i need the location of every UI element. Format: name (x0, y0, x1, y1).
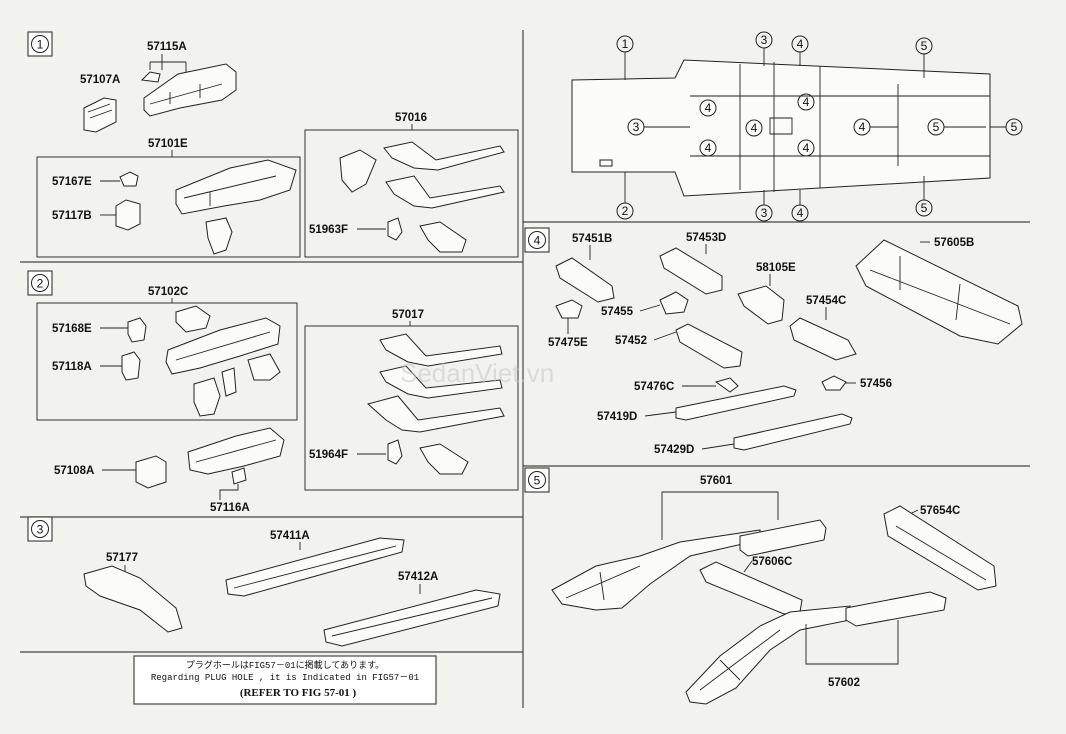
svg-text:3: 3 (761, 206, 768, 220)
part-57429D-shape (733, 413, 853, 451)
svg-text:5: 5 (921, 39, 928, 53)
part-57602-rail-shape (685, 605, 851, 705)
part-label-57475E: 57475E (548, 337, 588, 349)
part-label-57102C: 57102C (148, 286, 188, 298)
part-label-57476C: 57476C (634, 381, 674, 393)
part-57412A-shape (323, 589, 501, 647)
part-label-57168E: 57168E (52, 323, 92, 335)
part-label-57107A: 57107A (80, 74, 120, 86)
part-label-57411A: 57411A (270, 530, 310, 542)
part-57115A-shape (143, 63, 237, 117)
part-57452-shape (675, 323, 743, 369)
svg-text:3: 3 (761, 33, 768, 47)
part-57107A-shape (83, 97, 117, 133)
svg-text:5: 5 (1011, 120, 1018, 134)
part-label-57602: 57602 (828, 677, 860, 689)
part-label-57454C: 57454C (806, 295, 846, 307)
plug-hole-note (133, 655, 437, 705)
frame-overview (571, 59, 991, 197)
section-3-badge: 3 (27, 516, 53, 542)
part-label-57412A: 57412A (398, 571, 438, 583)
part-label-57654C: 57654C (920, 505, 960, 517)
part-label-57118A: 57118A (52, 361, 92, 373)
part-label-57177: 57177 (106, 552, 138, 564)
part-label-57108A: 57108A (54, 465, 94, 477)
part-57177-shape (83, 565, 183, 633)
svg-text:4: 4 (751, 121, 758, 135)
part-label-57101E: 57101E (148, 138, 188, 150)
svg-text:5: 5 (534, 474, 541, 488)
part-label-57601: 57601 (700, 475, 733, 487)
group-box-57102C (36, 302, 298, 421)
watermark: SedanViet.vn (400, 358, 554, 388)
svg-text:3: 3 (37, 523, 44, 537)
section-4-badge: 4 (524, 227, 550, 253)
part-label-58105E: 58105E (756, 262, 796, 274)
svg-text:5: 5 (921, 201, 928, 215)
part-label-57606C: 57606C (752, 556, 792, 568)
part-57601-rail-shape (551, 529, 761, 611)
group-box-57101E (36, 156, 301, 258)
part-label-57117B: 57117B (52, 210, 92, 222)
section-5-badge: 5 (524, 467, 550, 493)
part-57654C-shape (883, 505, 997, 591)
part-label-57455: 57455 (601, 306, 634, 318)
svg-text:4: 4 (803, 141, 810, 155)
svg-text:4: 4 (797, 37, 804, 51)
note-line-ref: (REFER TO FIG 57-01 ) (240, 687, 357, 699)
part-57451B-shape (555, 257, 615, 303)
part-57454C-shape (789, 317, 857, 361)
svg-text:2: 2 (37, 277, 44, 291)
note-line-jp: プラグホールはFIG57－01に掲載してあります。 (186, 659, 384, 671)
overview-callouts: 1 2 3 3 3 4 4 4 4 4 4 4 4 5 5 5 5 (616, 31, 1023, 222)
part-label-57167E: 57167E (52, 176, 92, 188)
part-label-57456: 57456 (860, 378, 892, 390)
svg-text:4: 4 (534, 234, 541, 248)
section-1-badge: 1 (27, 31, 53, 57)
svg-text:3: 3 (633, 120, 640, 134)
svg-text:4: 4 (705, 141, 712, 155)
part-label-57429D: 57429D (654, 444, 694, 456)
part-label-57452: 57452 (615, 335, 647, 347)
part-label-57017: 57017 (392, 309, 424, 321)
group-box-57016 (304, 129, 519, 258)
group-box-57017 (304, 325, 519, 491)
part-57605B-shape (855, 239, 1023, 345)
svg-text:4: 4 (797, 206, 804, 220)
part-57606C-shape (699, 561, 803, 615)
note-line-en: Regarding PLUG HOLE , it is Indicated in… (151, 673, 419, 683)
part-label-57116A: 57116A (210, 502, 250, 514)
part-label-57419D: 57419D (597, 411, 637, 423)
part-label-57451B: 57451B (572, 233, 612, 245)
svg-text:1: 1 (37, 38, 44, 52)
part-label-57605B: 57605B (934, 237, 974, 249)
part-label-51963F: 51963F (309, 224, 348, 236)
svg-text:2: 2 (622, 204, 629, 218)
section-2-badge: 2 (27, 270, 53, 296)
part-label-57115A: 57115A (147, 41, 187, 53)
part-label-51964F: 51964F (309, 449, 348, 461)
svg-text:5: 5 (933, 120, 940, 134)
part-label-57453D: 57453D (686, 232, 726, 244)
part-57453D-shape (659, 247, 723, 295)
svg-text:4: 4 (859, 120, 866, 134)
part-57101E-shape (175, 159, 297, 215)
svg-text:4: 4 (705, 101, 712, 115)
svg-text:1: 1 (622, 37, 629, 51)
svg-text:4: 4 (803, 95, 810, 109)
part-57419D-shape (675, 385, 797, 421)
part-label-57016: 57016 (395, 112, 427, 124)
